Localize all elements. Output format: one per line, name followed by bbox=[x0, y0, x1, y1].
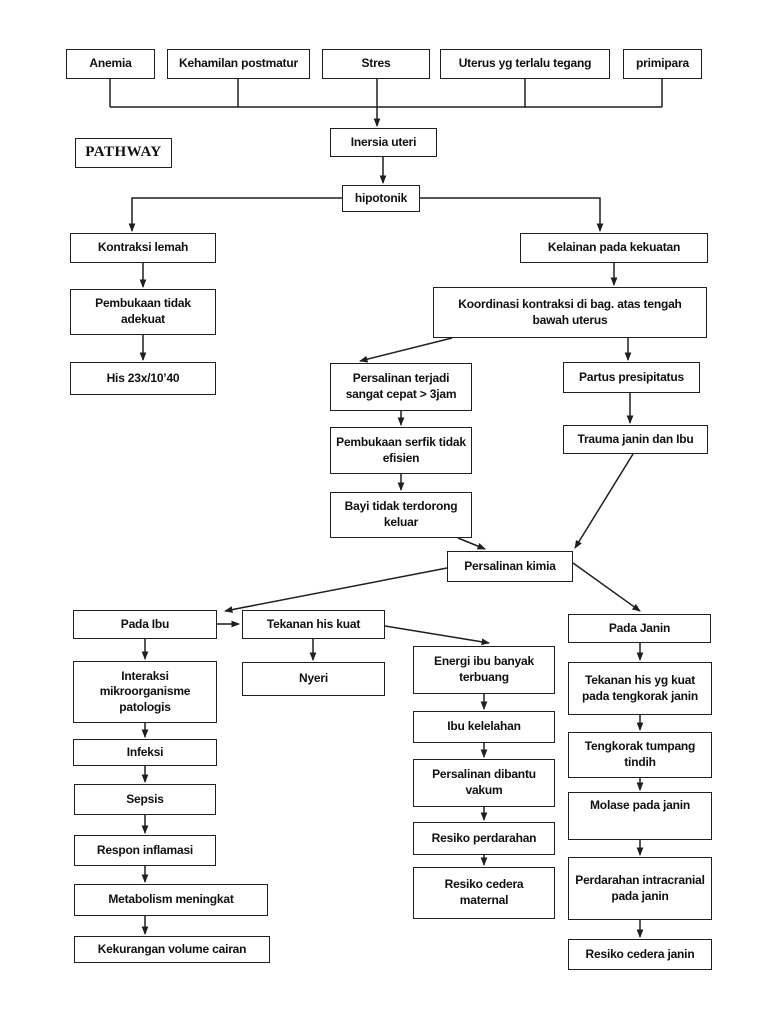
node-tengkorak-tumpang-tindih: Tengkorak tumpang tindih bbox=[568, 732, 712, 778]
node-kontraksi-lemah: Kontraksi lemah bbox=[70, 233, 216, 263]
node-interaksi-mikroorganisme: Interaksi mikroorganisme patologis bbox=[73, 661, 217, 723]
node-uterus-tegang: Uterus yg terlalu tegang bbox=[440, 49, 610, 79]
node-metabolism-meningkat: Metabolism meningkat bbox=[74, 884, 268, 916]
node-persalinan-vakum: Persalinan dibantu vakum bbox=[413, 759, 555, 807]
node-kekurangan-volume-cairan: Kekurangan volume cairan bbox=[74, 936, 270, 963]
node-infeksi: Infeksi bbox=[73, 739, 217, 766]
node-nyeri: Nyeri bbox=[242, 662, 385, 696]
node-energi-ibu-terbuang: Energi ibu banyak terbuang bbox=[413, 646, 555, 694]
node-pada-ibu: Pada Ibu bbox=[73, 610, 217, 639]
node-persalinan-kimia: Persalinan kimia bbox=[447, 551, 573, 582]
node-tekanan-tengkorak-janin: Tekanan his yg kuat pada tengkorak janin bbox=[568, 662, 712, 715]
node-primipara: primipara bbox=[623, 49, 702, 79]
node-trauma-janin-ibu: Trauma janin dan Ibu bbox=[563, 425, 708, 454]
node-resiko-perdarahan: Resiko perdarahan bbox=[413, 822, 555, 855]
node-sepsis: Sepsis bbox=[74, 784, 216, 815]
node-bayi-tidak-terdorong: Bayi tidak terdorong keluar bbox=[330, 492, 472, 538]
node-resiko-cedera-janin: Resiko cedera janin bbox=[568, 939, 712, 970]
node-anemia: Anemia bbox=[66, 49, 155, 79]
node-koordinasi-kontraksi: Koordinasi kontraksi di bag. atas tengah… bbox=[433, 287, 707, 338]
pathway-title: PATHWAY bbox=[75, 138, 172, 168]
node-pada-janin: Pada Janin bbox=[568, 614, 711, 643]
node-respon-inflamasi: Respon inflamasi bbox=[74, 835, 216, 866]
node-persalinan-cepat: Persalinan terjadi sangat cepat > 3jam bbox=[330, 363, 472, 411]
node-molase-janin: Molase pada janin bbox=[568, 792, 712, 840]
node-hipotonik: hipotonik bbox=[342, 185, 420, 212]
node-pembukaan-serfik: Pembukaan serfik tidak efisien bbox=[330, 427, 472, 474]
node-kelainan-kekuatan: Kelainan pada kekuatan bbox=[520, 233, 708, 263]
node-tekanan-his-kuat: Tekanan his kuat bbox=[242, 610, 385, 639]
node-pembukaan-tidak-adekuat: Pembukaan tidak adekuat bbox=[70, 289, 216, 335]
node-kehamilan-postmatur: Kehamilan postmatur bbox=[167, 49, 310, 79]
node-stres: Stres bbox=[322, 49, 430, 79]
node-partus-presipitatus: Partus presipitatus bbox=[563, 362, 700, 393]
node-ibu-kelelahan: Ibu kelelahan bbox=[413, 711, 555, 743]
node-perdarahan-intracranial: Perdarahan intracranial pada janin bbox=[568, 857, 712, 920]
node-resiko-cedera-maternal: Resiko cedera maternal bbox=[413, 867, 555, 919]
node-his: His 23x/10’40 bbox=[70, 362, 216, 395]
node-inersia-uteri: Inersia uteri bbox=[330, 128, 437, 157]
